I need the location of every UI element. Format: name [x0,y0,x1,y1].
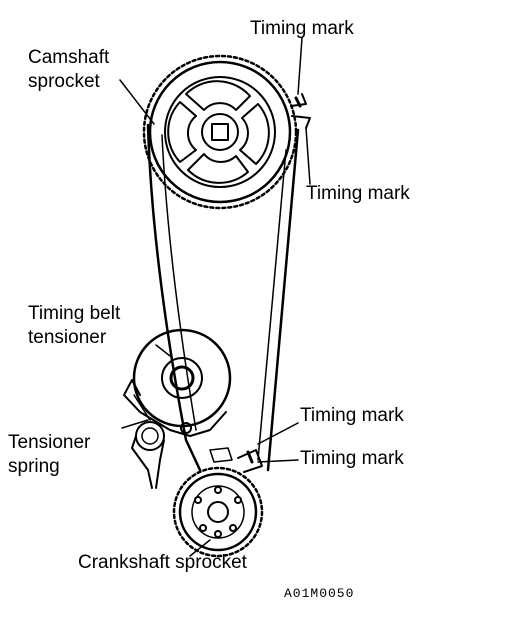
camshaft-label-line2: sprocket [28,71,100,92]
leader-lines [119,37,311,557]
crankshaft-sprocket-label: Crankshaft sprocket [78,552,247,573]
camshaft-label-line1: Camshaft [28,47,110,68]
camshaft-sprocket [142,54,298,210]
timing-belt-tensioner [123,328,232,437]
timing-mark-top-label: Timing mark [250,18,354,39]
tensioner-spring [131,421,165,489]
tensioner-label-line1: Timing belt [28,303,121,324]
tensioner-label-line2: tensioner [28,327,107,348]
timing-mark-cam-lower-label: Timing mark [306,183,410,204]
figure-code: A01M0050 [284,586,355,601]
crank-timing-marks [237,449,263,473]
tensioner-spring-label-line2: spring [8,456,60,477]
timing-mark-crank-upper-label: Timing mark [300,405,404,426]
cam-timing-marks [290,93,311,129]
timing-belt [146,123,300,472]
crankshaft-sprocket [172,447,264,558]
tensioner-spring-label-line1: Tensioner [8,432,91,453]
timing-mark-crank-lower-label: Timing mark [300,448,404,469]
